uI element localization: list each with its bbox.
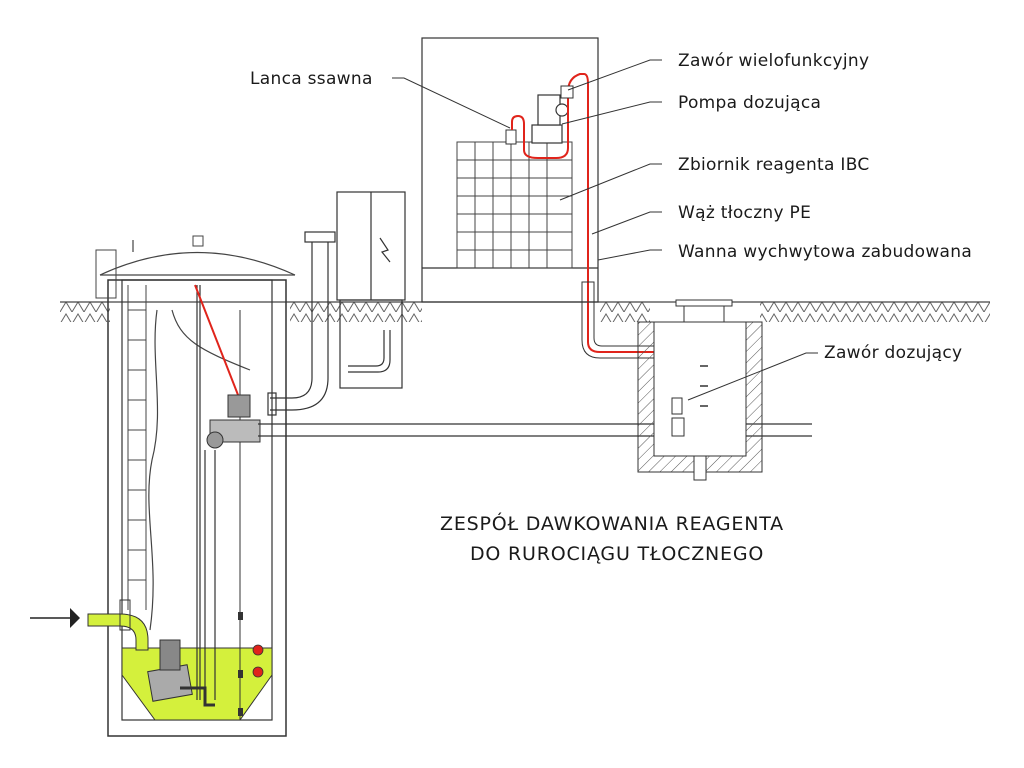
discharge-riser bbox=[196, 285, 216, 700]
leader-lines bbox=[392, 59, 818, 401]
inlet-pipe bbox=[30, 599, 149, 651]
label-waz-tloczny: Wąż tłoczny PE bbox=[678, 203, 811, 223]
suction-lance bbox=[505, 129, 517, 145]
multifunction-valve bbox=[560, 85, 574, 99]
ibc-tank bbox=[456, 141, 573, 269]
diagram-title-line1: ZESPÓŁ DAWKOWANIA REAGENTA bbox=[440, 511, 784, 535]
cabinet-cable-conduit bbox=[348, 330, 391, 373]
control-cabinet bbox=[336, 191, 406, 389]
well-ladder bbox=[127, 285, 147, 610]
label-wanna-wychwytowa: Wanna wychwytowa zabudowana bbox=[678, 242, 972, 262]
label-zbiornik-ibc: Zbiornik reagenta IBC bbox=[678, 155, 870, 175]
float-switches bbox=[238, 310, 264, 720]
ground-surface bbox=[60, 301, 990, 322]
valve-chamber bbox=[637, 299, 763, 481]
hose-sleeve bbox=[581, 281, 662, 359]
label-zawor-wielofunkcyjny: Zawór wielofunkcyjny bbox=[678, 51, 869, 71]
pump-chain bbox=[148, 309, 251, 631]
label-pompa-dozujaca: Pompa dozująca bbox=[678, 93, 821, 113]
dosing-valve bbox=[671, 397, 685, 437]
label-lanca-ssawna: Lanca ssawna bbox=[250, 69, 373, 89]
diagram-title-line2: DO RUROCIĄGU TŁOCZNEGO bbox=[470, 543, 764, 565]
ventilation-pipe bbox=[267, 231, 336, 416]
submersible-pump bbox=[147, 639, 215, 707]
label-zawor-dozujacy: Zawór dozujący bbox=[824, 343, 962, 363]
dosing-pump bbox=[531, 94, 569, 144]
guide-rail bbox=[194, 284, 241, 401]
discharge-valves bbox=[206, 394, 261, 449]
